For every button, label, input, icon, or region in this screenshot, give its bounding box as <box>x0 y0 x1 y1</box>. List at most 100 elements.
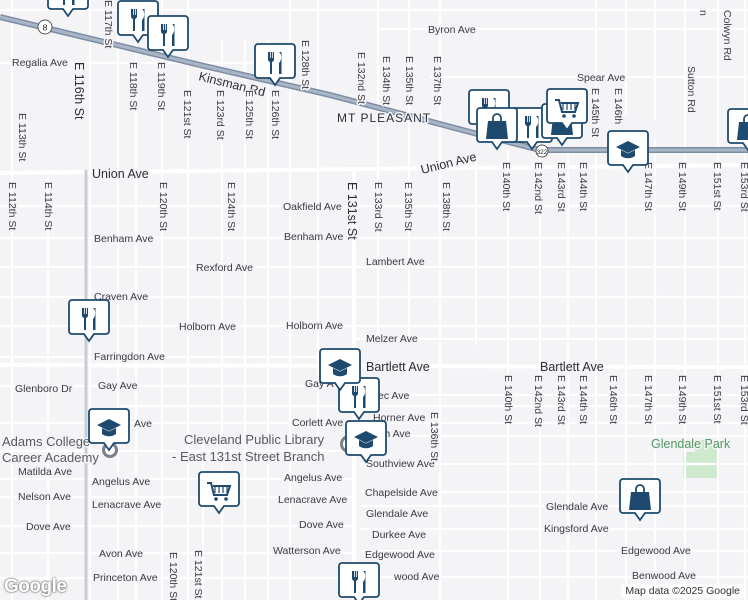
label-e135: E 135th St <box>402 182 414 231</box>
label-southview: Southview Ave <box>366 458 435 470</box>
label-nelson: Nelson Ave <box>18 491 71 503</box>
label-colwyn: Colwyn Rd <box>721 10 733 61</box>
shopping-pin-4[interactable] <box>727 108 748 151</box>
label-bartlett-west: Bartlett Ave <box>366 360 430 374</box>
label-e121: E 121st St <box>181 90 193 139</box>
route-322-label: 322 <box>537 149 548 156</box>
label-e149: E 149th St <box>676 162 688 211</box>
label-e153s: E 153rd St <box>738 375 748 425</box>
label-holborn-east: Holborn Ave <box>286 320 343 332</box>
glendale-park-area-2 <box>695 440 719 454</box>
label-e147s: E 147th St <box>642 375 654 424</box>
label-e140s: E 140th St <box>502 375 514 424</box>
grocery-pin-1[interactable] <box>198 471 240 514</box>
restaurant-pin-3[interactable] <box>147 15 189 58</box>
highway <box>0 14 748 600</box>
label-lenacrave-east: Lenacrave Ave <box>278 494 347 506</box>
label-edgewood-west: Edgewood Ave <box>365 549 435 561</box>
label-n-fragment: n <box>697 10 709 16</box>
label-glendale-east: Glendale Ave <box>546 501 608 513</box>
label-e124: E 124th St <box>225 182 237 231</box>
label-princeton: Princeton Ave <box>93 572 158 584</box>
label-library-line2: - East 131st Street Branch <box>172 449 324 464</box>
label-e140: E 140th St <box>500 162 512 211</box>
label-e146: E 146th St <box>607 375 619 424</box>
label-e125: E 125th St <box>243 90 255 139</box>
label-e120s: E 120th St <box>167 552 179 600</box>
label-e149s: E 149th St <box>676 375 688 424</box>
label-benwood: Benwood Ave <box>632 570 696 582</box>
route-8-label: 8 <box>43 23 48 33</box>
grocery-pin-2[interactable] <box>546 88 588 131</box>
restaurant-pin-4[interactable] <box>254 43 296 86</box>
label-ec-ave: ec Ave <box>378 390 409 402</box>
label-mt-pleasant: MT PLEASANT <box>337 111 431 125</box>
label-edgewood-east: Edgewood Ave <box>621 545 691 557</box>
label-e112: E 112th St <box>6 182 18 230</box>
label-e142: E 142nd St <box>532 162 544 214</box>
label-e121s: E 121st St <box>192 550 204 599</box>
label-lambert: Lambert Ave <box>366 256 425 268</box>
label-adams-line1: Adams College <box>2 434 90 449</box>
label-e126: E 126th St <box>269 90 281 139</box>
shopping-pin-1[interactable] <box>476 107 518 150</box>
label-byron: Byron Ave <box>428 24 476 36</box>
label-e116: E 116th St <box>72 62 86 120</box>
restaurant-pin-1[interactable] <box>47 0 89 17</box>
label-e132: E 132nd St <box>355 52 367 104</box>
label-angelus-east: Angelus Ave <box>284 472 342 484</box>
school-pin-1[interactable] <box>319 348 361 391</box>
label-dove-west: Dove Ave <box>26 521 71 533</box>
google-logo: Google <box>4 576 67 597</box>
label-e117: E 117th St <box>102 0 114 48</box>
label-glenboro: Glenboro Dr <box>15 383 73 395</box>
label-gay-west: Gay Ave <box>98 380 138 392</box>
label-lenacrave-west: Lenacrave Ave <box>92 499 161 511</box>
vertical-street-labels: E 112th St E 113th St E 114th St E 116th… <box>5 0 748 600</box>
label-e138: E 138th St <box>440 182 452 231</box>
label-ave-fragment: Ave <box>134 418 152 430</box>
restaurant-pin-7[interactable] <box>338 562 380 600</box>
label-spear: Spear Ave <box>577 72 625 84</box>
route-322-shield: 322 <box>535 144 549 158</box>
label-sutton: Sutton Rd <box>685 66 697 113</box>
label-oakfield: Oakfield Ave <box>283 201 342 213</box>
label-e131: E 131st St <box>345 182 359 240</box>
label-durkee: Durkee Ave <box>372 529 426 541</box>
label-glendale-park: Glendale Park <box>651 437 731 451</box>
label-e147: E 147th St <box>642 162 654 211</box>
label-e119: E 119th St <box>155 62 167 110</box>
label-dove-east: Dove Ave <box>299 519 344 531</box>
label-corlett: Corlett Ave <box>292 417 343 429</box>
label-e120: E 120th St <box>157 182 169 231</box>
label-e128: E 128th St <box>299 40 311 89</box>
label-matilda: Matilda Ave <box>18 466 72 478</box>
label-adams-line2: Career Academy <box>2 450 99 465</box>
label-e133: E 133rd St <box>372 182 384 232</box>
shopping-pin-3[interactable] <box>619 478 661 521</box>
restaurant-pin-5[interactable] <box>68 299 110 342</box>
label-benham-east: Benham Ave <box>284 231 344 243</box>
route-8-shield: 8 <box>37 19 53 35</box>
label-wood: wood Ave <box>393 571 440 583</box>
map-attribution[interactable]: Map data ©2025 Google <box>621 584 744 598</box>
school-pin-4[interactable] <box>607 130 649 173</box>
label-e142s: E 142nd St <box>532 375 544 427</box>
label-holborn-west: Holborn Ave <box>179 321 236 333</box>
label-regalia: Regalia Ave <box>12 57 68 69</box>
label-e118: E 118th St <box>127 62 139 110</box>
label-chapelside: Chapelside Ave <box>365 487 438 499</box>
label-farringdon: Farringdon Ave <box>94 351 165 363</box>
school-pin-2[interactable] <box>345 420 387 463</box>
label-e136: E 136th St <box>428 412 440 461</box>
school-pin-3[interactable] <box>88 408 130 451</box>
label-e153: E 153rd St <box>738 162 748 212</box>
label-union-east: Union Ave <box>419 150 478 177</box>
label-watterson: Watterson Ave <box>273 545 341 557</box>
label-e144: E 144th St <box>577 162 589 211</box>
label-e123: E 123rd St <box>214 90 226 140</box>
label-library-line1: Cleveland Public Library <box>184 432 325 447</box>
label-union-west: Union Ave <box>92 167 149 181</box>
